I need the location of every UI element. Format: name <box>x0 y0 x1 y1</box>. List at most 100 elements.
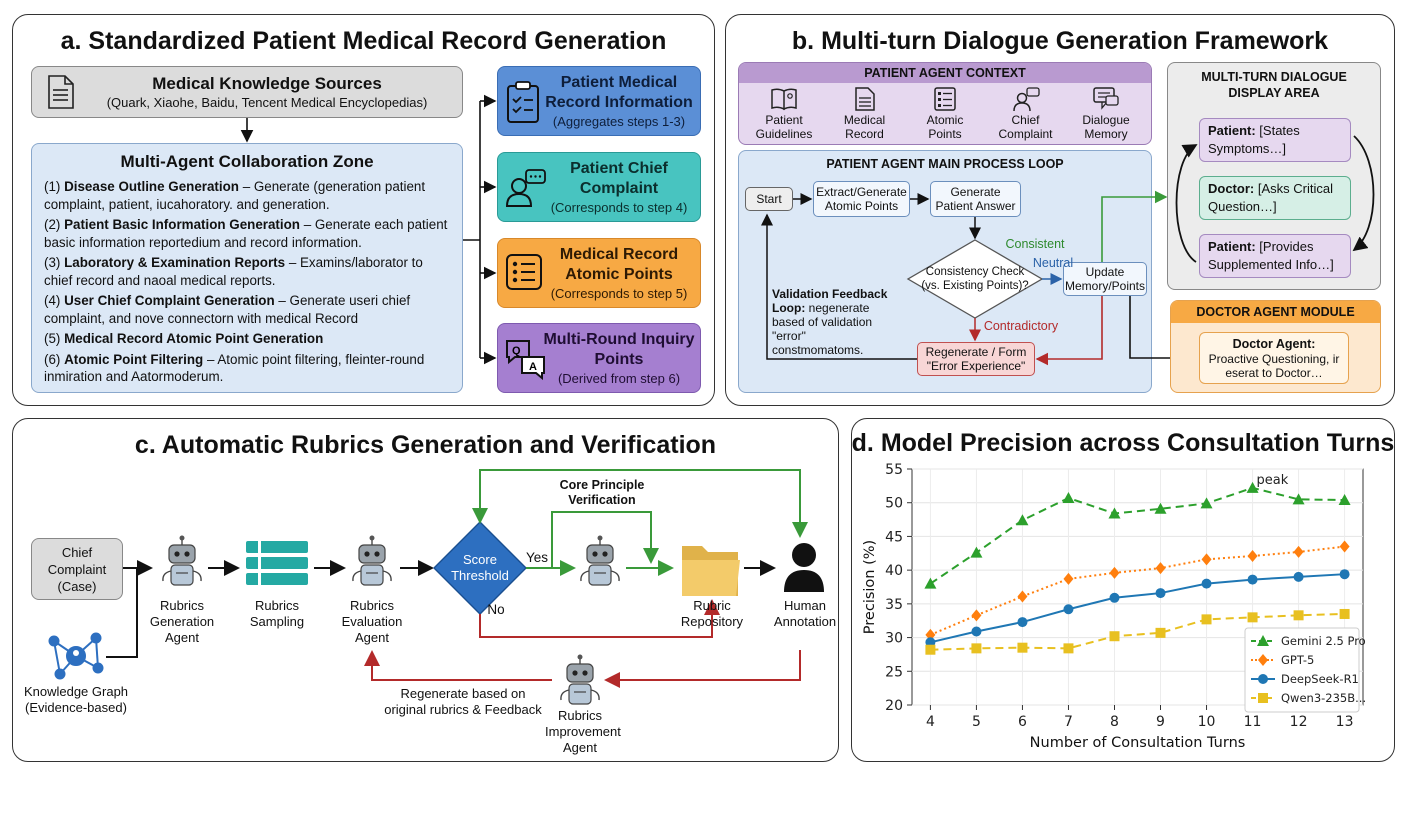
step-item: (4) User Chief Complaint Generation – Ge… <box>44 292 450 327</box>
data-point <box>971 626 982 637</box>
legend-label: DeepSeek-R1 <box>1281 672 1359 686</box>
doctor-agent-text: Proactive Questioning, ir eserat to Doct… <box>1208 351 1340 380</box>
series-line <box>930 612 1345 651</box>
data-point <box>1292 493 1305 505</box>
human-label: Human Annotation <box>773 598 837 629</box>
svg-text:Q: Q <box>512 345 521 357</box>
step-num: (1) <box>44 179 65 194</box>
legend-marker <box>1258 674 1268 684</box>
x-tick-label: 8 <box>1110 714 1119 730</box>
dialogue-speaker: Patient: <box>1208 123 1256 138</box>
output-sub: (Derived from step 6) <box>557 370 681 386</box>
document-icon <box>853 85 877 113</box>
x-tick-label: 5 <box>972 714 981 730</box>
data-point <box>1201 553 1212 566</box>
context-item: Chief Complaint <box>991 85 1061 142</box>
checklist-icon <box>504 252 544 297</box>
yes-label: Yes <box>525 550 549 565</box>
x-tick-label: 13 <box>1336 714 1354 730</box>
dialogue-bubble: Patient: [States Symptoms…] <box>1199 118 1351 162</box>
sources-title: Medical Knowledge Sources <box>152 74 382 93</box>
dialogue-speaker: Patient: <box>1208 239 1256 254</box>
data-point <box>1155 562 1166 575</box>
context-item-label: Chief Complaint <box>998 113 1053 141</box>
data-point <box>1293 571 1304 582</box>
data-point <box>1017 642 1028 653</box>
sampling-label: Rubrics Sampling <box>249 598 305 629</box>
series-line <box>929 486 1345 585</box>
x-tick-label: 10 <box>1198 714 1216 730</box>
step-item: (5) Medical Record Atomic Point Generati… <box>44 330 450 348</box>
output-title: Medical Record Atomic Points <box>559 245 679 283</box>
step-bold: Atomic Point Filtering <box>64 351 204 367</box>
output-box: Patient Medical Record Information(Aggre… <box>497 66 701 136</box>
x-tick-label: 7 <box>1064 714 1073 730</box>
list-icon <box>933 85 957 113</box>
data-point <box>1339 569 1350 580</box>
data-point <box>1247 612 1258 623</box>
x-tick-label: 6 <box>1018 714 1027 730</box>
data-point <box>1109 566 1120 579</box>
y-tick-label: 40 <box>885 563 903 579</box>
knowledge-sources-box: Medical Knowledge Sources (Quark, Xiaohe… <box>31 66 463 118</box>
y-tick-label: 45 <box>885 529 903 545</box>
regen-node: Regenerate / Form "Error Experience" <box>917 342 1035 376</box>
zone-title: Multi-Agent Collaboration Zone <box>120 152 374 171</box>
dialogue-bubble: Patient: [Provides Supplemented Info…] <box>1199 234 1351 278</box>
consistent-label: Consistent <box>1005 237 1065 251</box>
extract-node: Extract/Generate Atomic Points <box>813 181 910 217</box>
step-num: (4) <box>44 293 65 308</box>
legend-label: GPT-5 <box>1281 653 1314 667</box>
threshold-label: Score Threshold <box>451 552 509 583</box>
data-point <box>1338 494 1351 506</box>
output-box: Patient Chief Complaint(Corresponds to s… <box>497 152 701 222</box>
context-item-label: Atomic Points <box>926 113 964 141</box>
book-icon <box>770 85 798 113</box>
doctor-agent-box: Doctor Agent: Proactive Questioning, ir … <box>1199 332 1349 384</box>
data-point <box>1339 540 1350 553</box>
data-point <box>1201 578 1212 589</box>
dialogue-speaker: Doctor: <box>1208 181 1255 196</box>
data-point <box>1062 491 1075 503</box>
eval-agent-label: Rubrics Evaluation Agent <box>341 598 403 645</box>
step-bold: Disease Outline Generation <box>64 179 239 194</box>
neutral-label: Neutral <box>1032 256 1074 270</box>
x-tick-label: 4 <box>926 714 935 730</box>
legend-marker <box>1258 654 1268 666</box>
y-tick-label: 35 <box>885 597 903 613</box>
data-point <box>970 546 983 558</box>
step-item: (3) Laboratory & Examination Reports – E… <box>44 254 450 289</box>
x-tick-label: 11 <box>1244 714 1262 730</box>
data-point <box>1017 590 1028 603</box>
data-point <box>1155 627 1166 638</box>
step-bold: Medical Record Atomic Point Generation <box>64 331 324 346</box>
user-chat-icon <box>1012 85 1040 113</box>
output-sub: (Corresponds to step 5) <box>550 285 688 301</box>
step-num: (2) <box>44 217 65 232</box>
data-point <box>1108 507 1121 519</box>
kg-label: Knowledge Graph (Evidence-based) <box>23 684 129 715</box>
legend-box <box>1244 627 1360 713</box>
step-num: (3) <box>44 255 65 270</box>
panel-b-title: b. Multi-turn Dialogue Generation Framew… <box>791 27 1329 55</box>
data-point <box>1109 631 1120 642</box>
y-tick-label: 30 <box>885 631 903 647</box>
data-point <box>1339 608 1350 619</box>
user-chat-icon <box>504 166 548 215</box>
check-label: Consistency Check (vs. Existing Points)? <box>921 266 1029 292</box>
gen-agent-label: Rubrics Generation Agent <box>149 598 215 645</box>
y-axis-label: Precision (%) <box>862 540 878 634</box>
context-item: Patient Guidelines <box>749 85 819 142</box>
output-sub: (Aggregates steps 1-3) <box>552 113 686 129</box>
legend-marker <box>1257 635 1269 646</box>
context-item: Medical Record <box>830 85 900 142</box>
feedback-rest: negenerate based of validation "error" c… <box>772 301 873 357</box>
data-point <box>1016 514 1029 526</box>
context-items: Patient Guidelines Medical Record Atomic P… <box>749 85 1141 142</box>
context-item-label: Patient Guidelines <box>755 113 813 141</box>
dialogue-text: [States Symptoms…] <box>1208 123 1300 156</box>
data-point <box>1109 592 1120 603</box>
